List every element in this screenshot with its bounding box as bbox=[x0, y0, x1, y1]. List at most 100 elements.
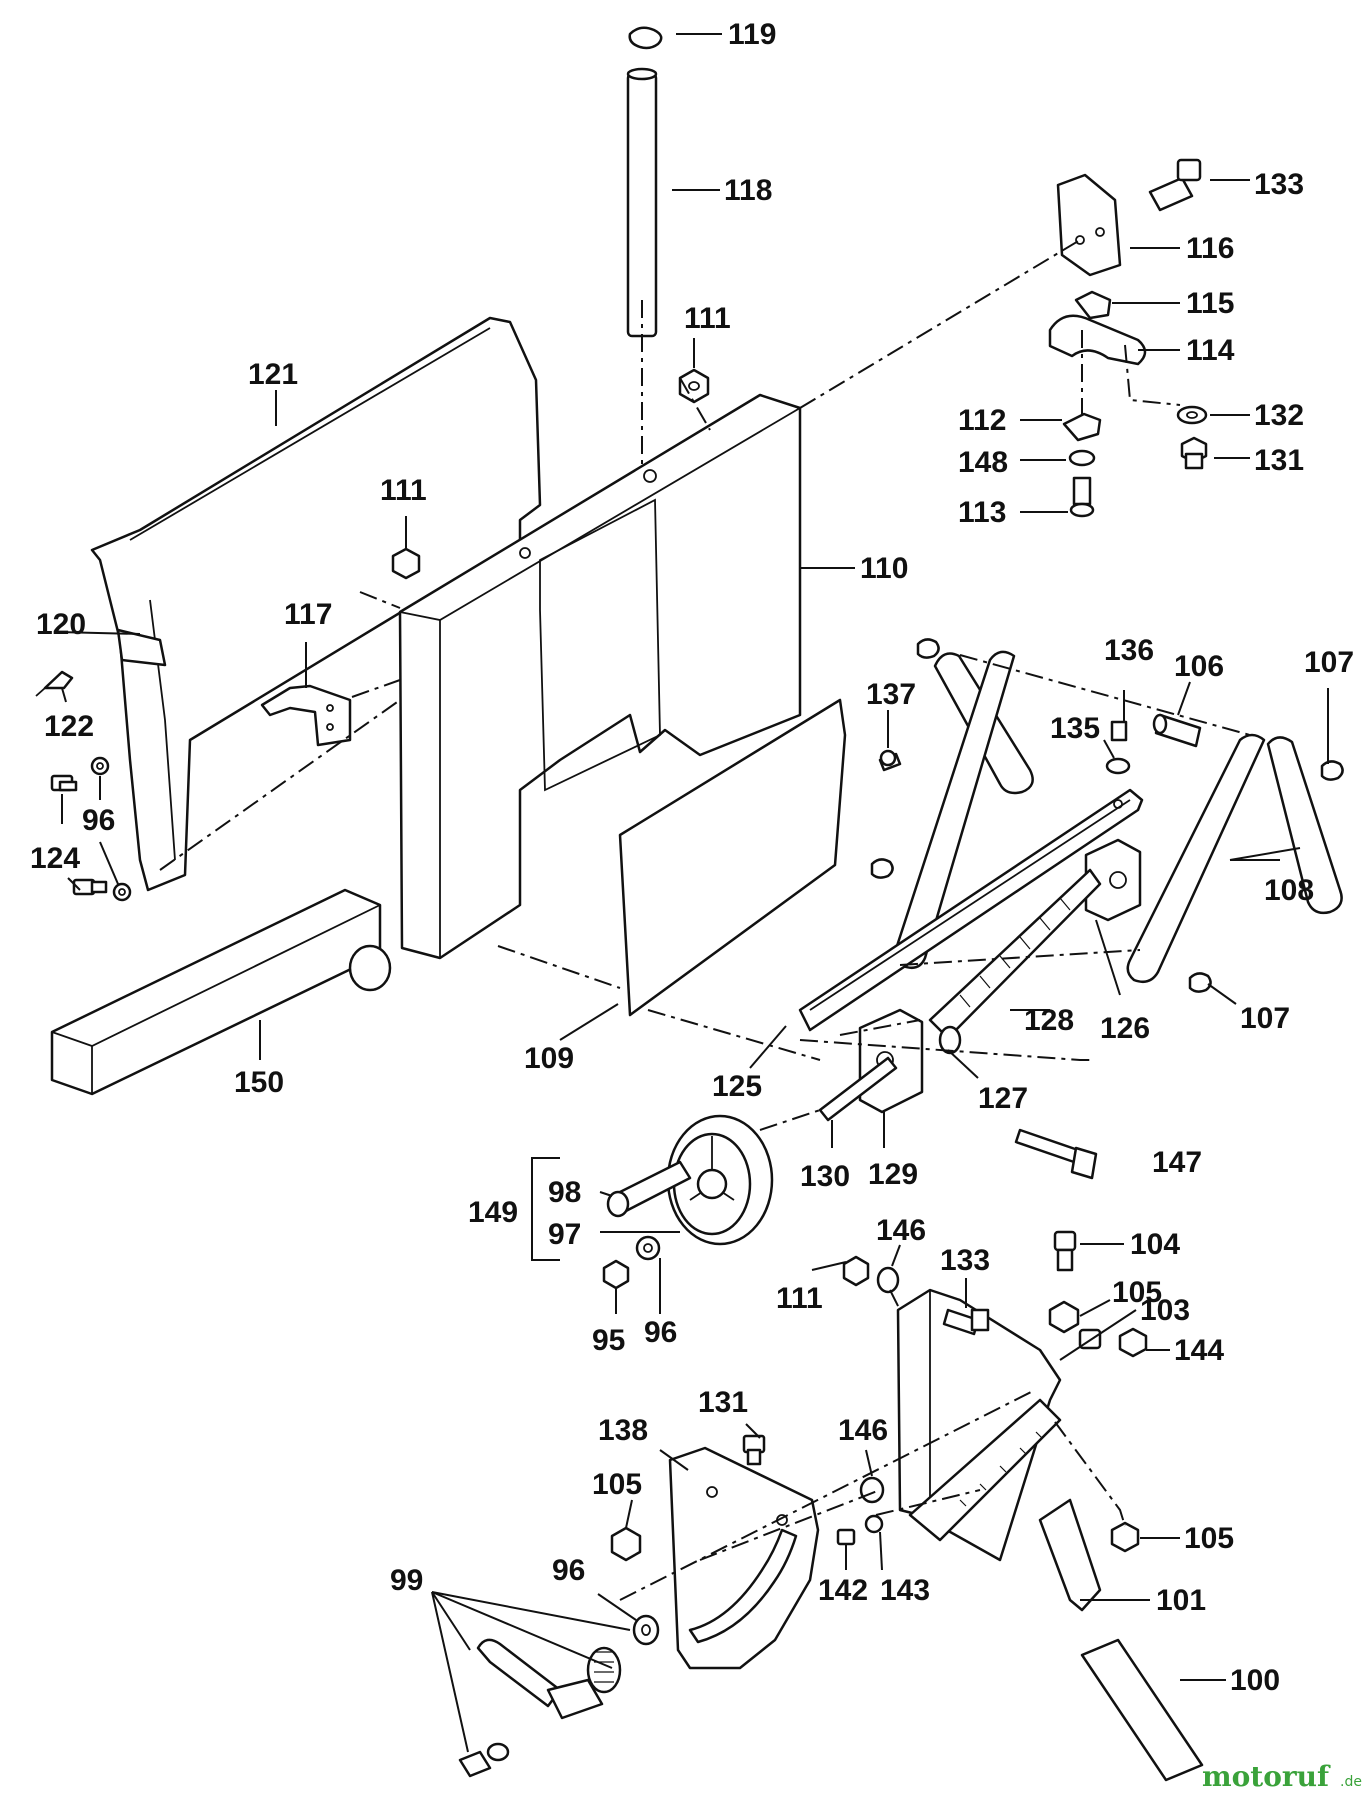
label-96-bracket: 96 bbox=[552, 1554, 585, 1587]
label-129: 129 bbox=[868, 1158, 918, 1191]
label-142: 142 bbox=[818, 1574, 868, 1607]
leader-lines bbox=[57, 33, 1329, 1753]
label-106: 106 bbox=[1174, 650, 1224, 683]
label-124: 124 bbox=[30, 842, 80, 875]
part-96-washer-wheel bbox=[635, 1235, 661, 1261]
label-131-lower: 131 bbox=[698, 1386, 748, 1419]
label-120: 120 bbox=[36, 608, 86, 641]
part-132-washer bbox=[1176, 405, 1208, 425]
label-133-lower: 133 bbox=[940, 1244, 990, 1277]
label-95: 95 bbox=[592, 1324, 625, 1357]
label-110: 110 bbox=[860, 552, 908, 585]
label-115: 115 bbox=[1186, 287, 1234, 320]
part-117-bracket bbox=[260, 684, 352, 747]
part-118-rod bbox=[626, 67, 658, 338]
label-113: 113 bbox=[958, 496, 1006, 529]
label-114: 114 bbox=[1186, 334, 1235, 367]
label-103: 103 bbox=[1140, 1294, 1190, 1327]
part-105-nut-upper bbox=[1048, 1300, 1080, 1334]
label-122: 122 bbox=[44, 710, 94, 743]
part-147-bolt bbox=[1014, 1128, 1098, 1180]
part-111-nut-top bbox=[678, 368, 710, 404]
part-125-rail bbox=[798, 788, 1144, 1032]
part-104-bolt bbox=[1053, 1230, 1077, 1272]
label-128: 128 bbox=[1024, 1004, 1074, 1037]
watermark-tld: .de bbox=[1340, 1774, 1362, 1790]
label-104: 104 bbox=[1130, 1228, 1180, 1261]
part-107-e-clips bbox=[870, 638, 1344, 993]
label-111-middle: 111 bbox=[380, 474, 427, 507]
part-121-side-plate bbox=[90, 316, 542, 892]
label-98: 98 bbox=[548, 1176, 581, 1209]
part-105-nut-lower bbox=[1110, 1521, 1140, 1553]
label-116: 116 bbox=[1186, 232, 1234, 265]
part-131-bolt-lower bbox=[742, 1434, 766, 1466]
watermark-text: motoruf bbox=[1202, 1760, 1331, 1793]
label-147: 147 bbox=[1152, 1146, 1202, 1179]
label-100: 100 bbox=[1230, 1664, 1280, 1697]
part-109-cover-plate bbox=[618, 698, 847, 1017]
watermark-logo: motoruf .de bbox=[1202, 1760, 1362, 1793]
label-118: 118 bbox=[724, 174, 772, 207]
part-146-washer-lower bbox=[859, 1476, 885, 1504]
label-125: 125 bbox=[712, 1070, 762, 1103]
label-133-top: 133 bbox=[1254, 168, 1304, 201]
label-150: 150 bbox=[234, 1066, 284, 1099]
assembly-centerlines bbox=[159, 239, 1251, 1601]
part-150-leg bbox=[50, 888, 392, 1096]
part-96-washer-bracket bbox=[632, 1614, 660, 1646]
part-126-end-block bbox=[1084, 838, 1142, 922]
part-142-screw bbox=[836, 1528, 856, 1546]
part-115-wedge bbox=[1074, 290, 1112, 320]
part-108-link-arms bbox=[893, 650, 1343, 983]
label-144: 144 bbox=[1174, 1334, 1224, 1367]
label-117: 117 bbox=[284, 598, 332, 631]
label-121: 121 bbox=[248, 358, 298, 391]
part-111-nut-lower bbox=[842, 1255, 870, 1287]
part-133-bolt-top bbox=[1148, 158, 1202, 212]
label-131-top: 131 bbox=[1254, 444, 1304, 477]
label-119: 119 bbox=[728, 18, 776, 51]
part-112-square-nut bbox=[1062, 412, 1102, 442]
part-148-lock-washer bbox=[1068, 449, 1096, 467]
label-105-lower: 105 bbox=[1184, 1522, 1234, 1555]
part-138-tilt-bracket bbox=[668, 1446, 820, 1670]
label-96-wheel: 96 bbox=[644, 1316, 677, 1349]
label-126: 126 bbox=[1100, 1012, 1150, 1045]
part-122-rivet bbox=[35, 670, 74, 697]
label-105-upper: 105 bbox=[1112, 1276, 1162, 1309]
label-107-bottom: 107 bbox=[1240, 1002, 1290, 1035]
part-101-arm bbox=[1038, 1498, 1102, 1612]
part-133-bolt-lower bbox=[942, 1308, 990, 1336]
label-112: 112 bbox=[958, 404, 1006, 437]
part-protractor-scale bbox=[908, 1398, 1062, 1542]
part-124-screw-bottom bbox=[72, 878, 108, 896]
label-109: 109 bbox=[524, 1042, 574, 1075]
part-137-screw bbox=[878, 749, 902, 772]
part-136-screw bbox=[1110, 720, 1128, 742]
part-130-shaft bbox=[818, 1056, 898, 1122]
part-119-e-clip bbox=[628, 26, 663, 50]
part-110-main-frame bbox=[398, 393, 802, 960]
label-96-left: 96 bbox=[82, 804, 115, 837]
part-146-washer-upper bbox=[876, 1266, 900, 1294]
label-143: 143 bbox=[880, 1574, 930, 1607]
label-101: 101 bbox=[1156, 1584, 1206, 1617]
part-113-bolt bbox=[1069, 476, 1095, 518]
part-105-nut-bracket bbox=[610, 1526, 642, 1562]
part-98-handle bbox=[606, 1160, 692, 1218]
part-144-nut bbox=[1118, 1327, 1148, 1358]
label-146-upper: 146 bbox=[876, 1214, 926, 1247]
part-135-washer bbox=[1105, 757, 1131, 775]
label-138: 138 bbox=[598, 1414, 648, 1447]
part-116-angle-bracket bbox=[1056, 173, 1122, 277]
label-99: 99 bbox=[390, 1564, 423, 1597]
part-114-clamp bbox=[1048, 314, 1147, 366]
part-97-handwheel bbox=[666, 1114, 774, 1246]
label-105-bracket: 105 bbox=[592, 1468, 642, 1501]
label-111-top: 111 bbox=[684, 302, 731, 335]
part-127-collar bbox=[938, 1025, 962, 1055]
label-137: 137 bbox=[866, 678, 916, 711]
part-95-nut bbox=[602, 1259, 630, 1290]
